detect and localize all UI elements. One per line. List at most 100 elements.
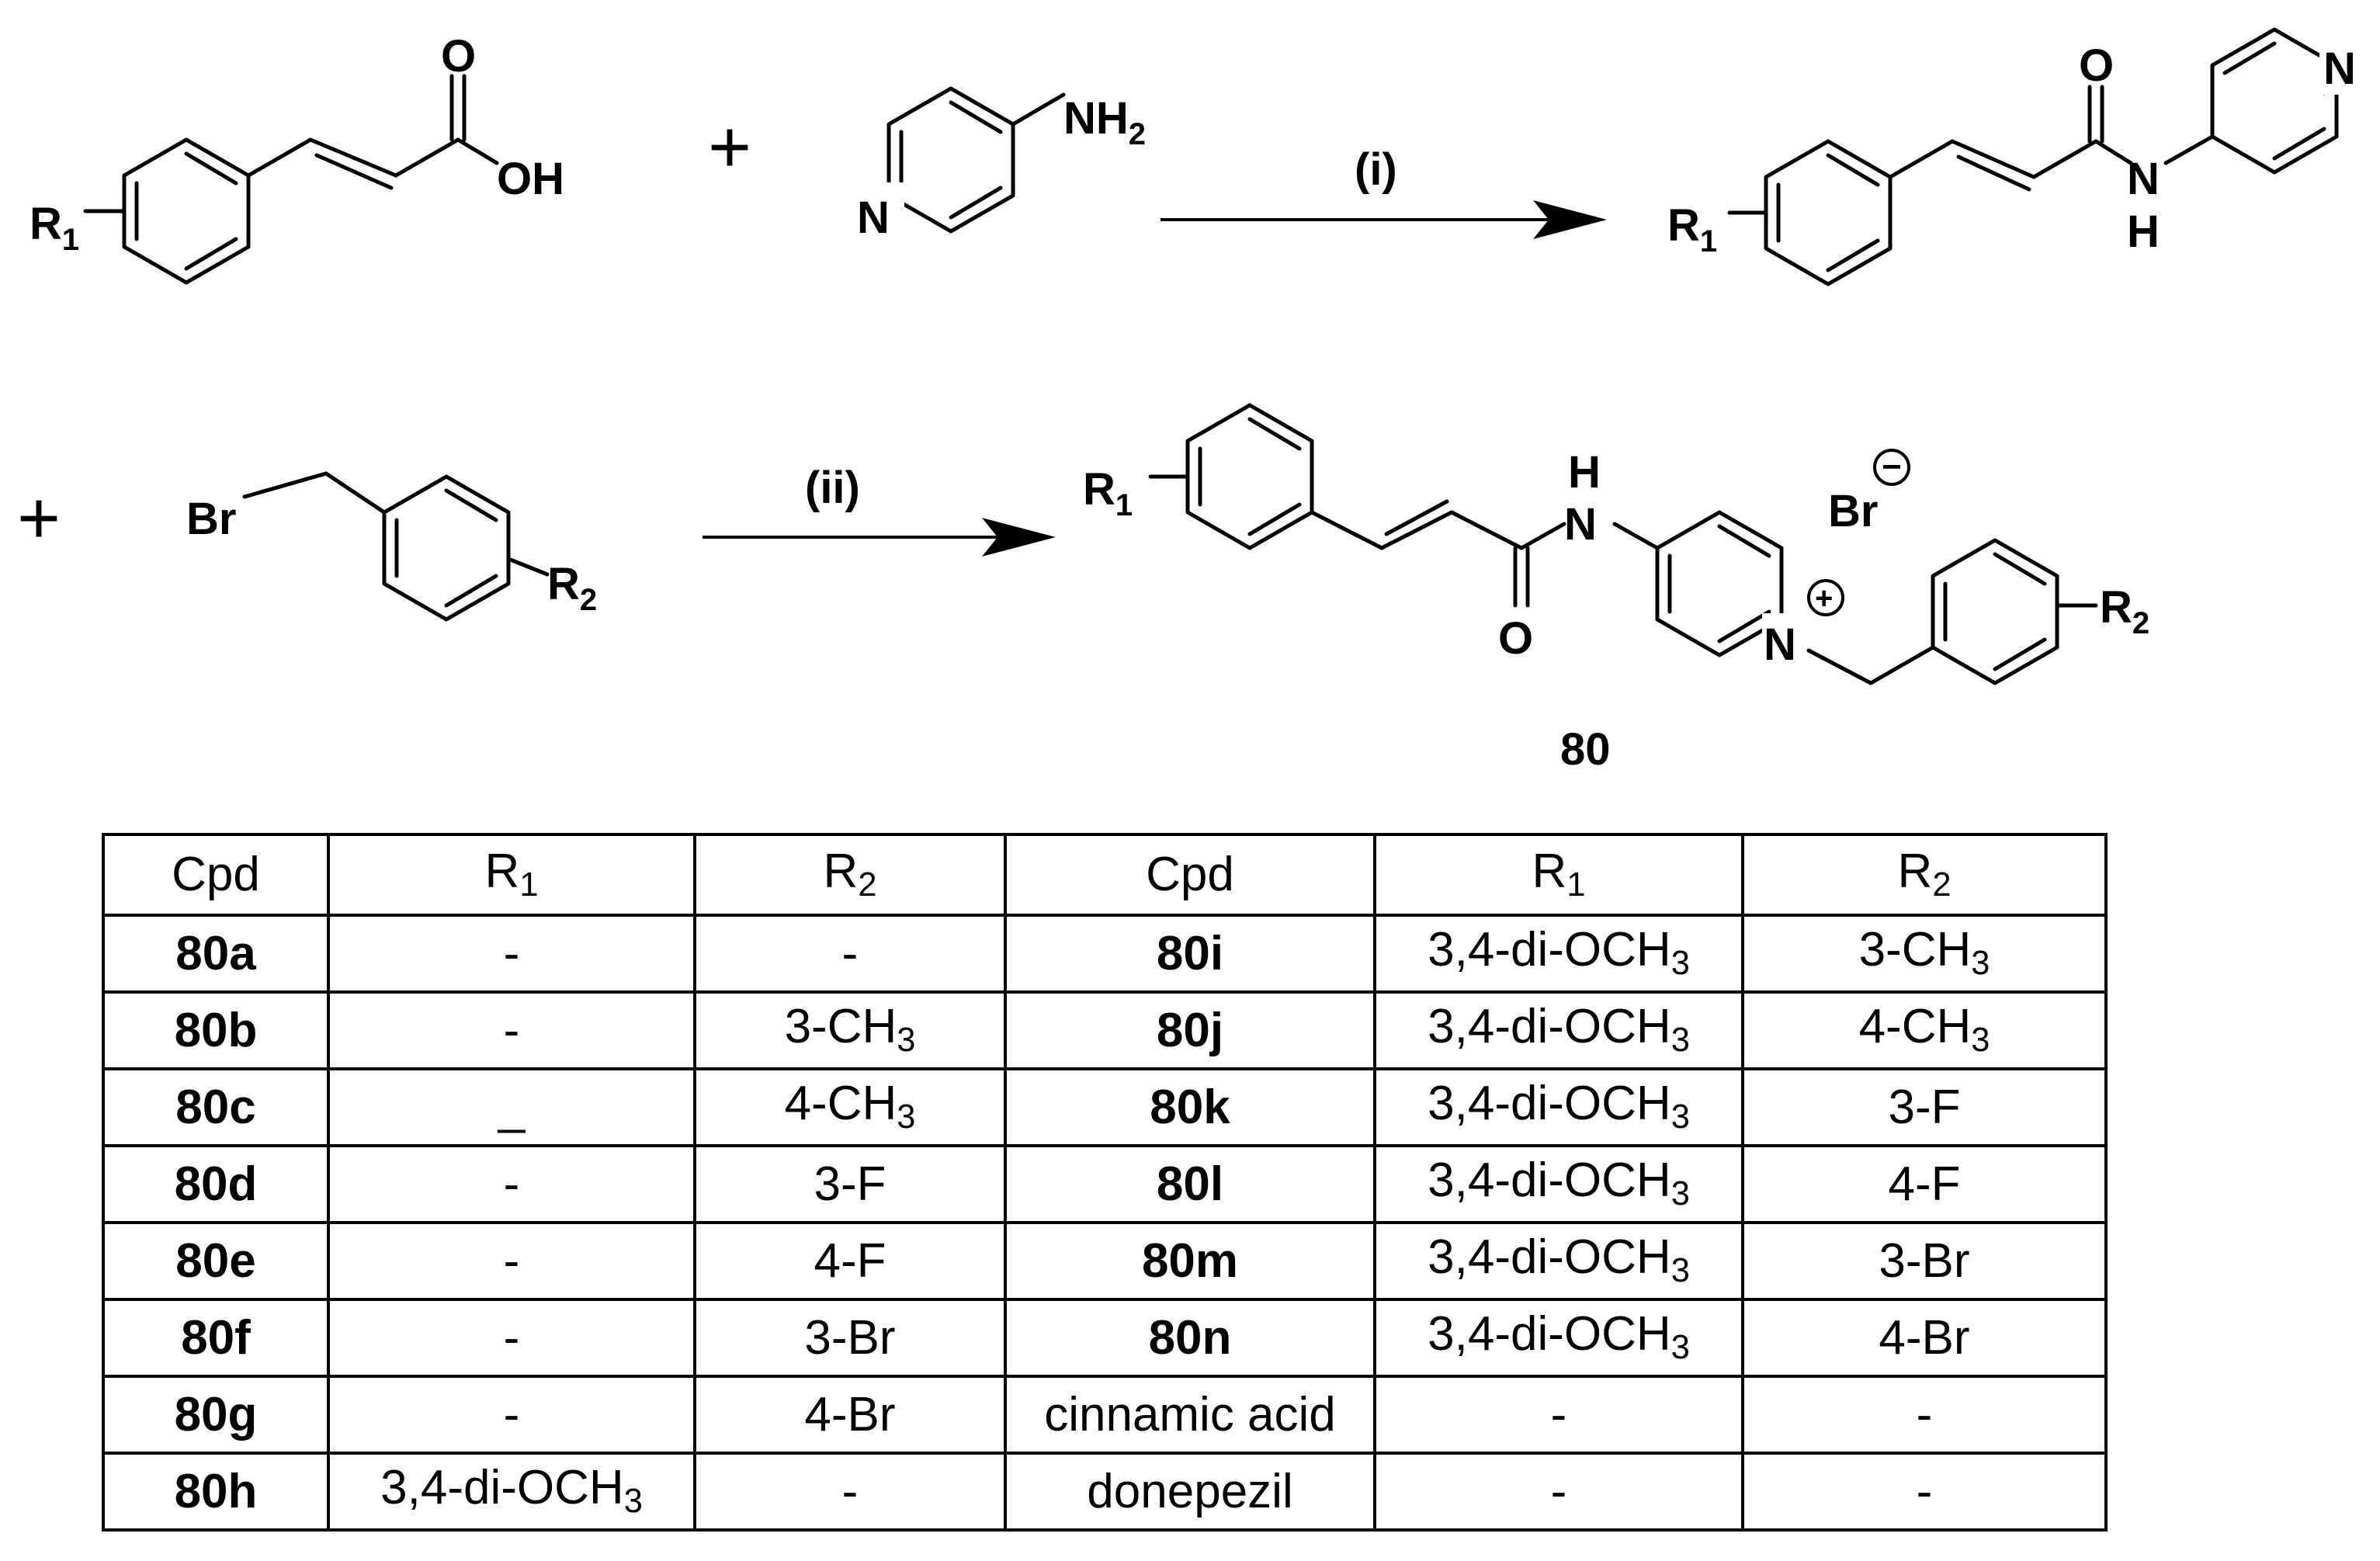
- cpd-cell: 80f: [102, 1298, 330, 1378]
- r1-cell: 3,4-di-OCH3: [1373, 1067, 1744, 1147]
- r2-cell: 3-F: [693, 1144, 1007, 1224]
- r2-cell: 3-Br: [1741, 1221, 2108, 1301]
- r1-label: R1: [1083, 464, 1133, 522]
- r2-cell: 3-CH3: [1741, 914, 2108, 994]
- header-r2: R2: [693, 833, 1007, 917]
- r2-cell: 4-Br: [1741, 1298, 2108, 1378]
- benzyl-bromide-reactant: Br R2: [186, 471, 597, 622]
- r2-cell: 4-F: [693, 1221, 1007, 1301]
- cpd-cell: 80j: [1004, 990, 1376, 1070]
- cinnamic-acid-reactant: R1 O OH: [29, 31, 564, 285]
- r1-cell: -: [327, 1221, 696, 1301]
- r1-cell: -: [327, 1375, 696, 1455]
- r2-cell: 3-F: [1741, 1067, 2108, 1147]
- cpd-cell: donepezil: [1004, 1452, 1376, 1532]
- r1-cell: -: [1373, 1375, 1744, 1455]
- r1-cell: 3,4-di-OCH3: [1373, 1144, 1744, 1224]
- r1-cell: _: [327, 1067, 696, 1147]
- r2-cell: -: [693, 914, 1007, 994]
- cpd-cell: cinnamic acid: [1004, 1375, 1376, 1455]
- hydroxyl-label: OH: [497, 154, 564, 204]
- header-r1: R1: [327, 833, 696, 917]
- r2-cell: 4-F: [1741, 1144, 2108, 1224]
- r1-label: R1: [29, 199, 79, 257]
- reaction-scheme: R1 O OH + N NH2 (i): [17, 27, 2368, 775]
- carbonyl-oxygen: O: [2079, 40, 2114, 91]
- reaction-arrow-i: (i): [1161, 144, 1607, 239]
- cpd-cell: 80g: [102, 1375, 330, 1455]
- cpd-cell: 80b: [102, 990, 330, 1070]
- reaction-arrow-ii: (ii): [703, 463, 1056, 557]
- amide-hydrogen: H: [2127, 206, 2160, 257]
- amide-nitrogen: N: [1564, 499, 1597, 550]
- positive-charge: +: [1815, 581, 1833, 616]
- cpd-cell: 80e: [102, 1221, 330, 1301]
- pyridinium-nitrogen: N: [1764, 619, 1796, 670]
- cpd-cell: 80c: [102, 1067, 330, 1147]
- r1-cell: 3,4-di-OCH3: [1373, 990, 1744, 1070]
- plus-sign: +: [17, 477, 61, 560]
- pyridinium-product-80: R1 H N O N + Br − R2 80: [1083, 403, 2149, 775]
- bromide-counter-ion: Br: [1828, 486, 1878, 536]
- r1-cell: -: [327, 914, 696, 994]
- r1-cell: -: [327, 990, 696, 1070]
- step-label-ii: (ii): [805, 463, 860, 513]
- header-r2: R2: [1741, 833, 2108, 917]
- r1-label: R1: [1667, 200, 1717, 258]
- cpd-cell: 80n: [1004, 1298, 1376, 1378]
- amide-hydrogen: H: [1568, 447, 1601, 498]
- cpd-cell: 80h: [102, 1452, 330, 1532]
- intermediate-amide-product: R1 O N H N: [1667, 27, 2368, 286]
- pyridine-nitrogen: N: [857, 193, 890, 243]
- bromine-label: Br: [186, 494, 236, 544]
- compound-label: 80: [1560, 724, 1611, 775]
- r2-cell: -: [1741, 1452, 2108, 1532]
- r2-cell: -: [1741, 1375, 2108, 1455]
- cpd-cell: 80m: [1004, 1221, 1376, 1301]
- r1-cell: 3,4-di-OCH3: [1373, 914, 1744, 994]
- plus-sign: +: [708, 106, 751, 189]
- cpd-cell: 80a: [102, 914, 330, 994]
- r2-cell: 4-CH3: [1741, 990, 2108, 1070]
- carbonyl-oxygen: O: [441, 31, 476, 82]
- cpd-cell: 80l: [1004, 1144, 1376, 1224]
- r2-cell: 3-Br: [693, 1298, 1007, 1378]
- amide-nitrogen: N: [2127, 154, 2160, 204]
- aminopyridine-reactant: N NH2: [857, 86, 1146, 243]
- r2-label: R2: [2100, 582, 2149, 640]
- r2-cell: 3-CH3: [693, 990, 1007, 1070]
- header-cpd: Cpd: [1004, 833, 1376, 917]
- r1-cell: -: [327, 1144, 696, 1224]
- header-cpd: Cpd: [102, 833, 330, 917]
- r2-cell: -: [693, 1452, 1007, 1532]
- carbonyl-oxygen: O: [1498, 613, 1533, 664]
- negative-charge: −: [1882, 448, 1902, 486]
- step-label-i: (i): [1355, 144, 1397, 195]
- header-r1: R1: [1373, 833, 1744, 917]
- pyridine-nitrogen: N: [2323, 43, 2356, 94]
- cpd-cell: 80d: [102, 1144, 330, 1224]
- r1-cell: 3,4-di-OCH3: [327, 1452, 696, 1532]
- cpd-cell: 80i: [1004, 914, 1376, 994]
- r1-cell: 3,4-di-OCH3: [1373, 1298, 1744, 1378]
- r1-cell: 3,4-di-OCH3: [1373, 1221, 1744, 1301]
- r2-cell: 4-CH3: [693, 1067, 1007, 1147]
- cpd-cell: 80k: [1004, 1067, 1376, 1147]
- amine-label: NH2: [1063, 93, 1146, 151]
- r2-label: R2: [547, 559, 597, 617]
- r2-cell: 4-Br: [693, 1375, 1007, 1455]
- r1-cell: -: [1373, 1452, 1744, 1532]
- r1-cell: -: [327, 1298, 696, 1378]
